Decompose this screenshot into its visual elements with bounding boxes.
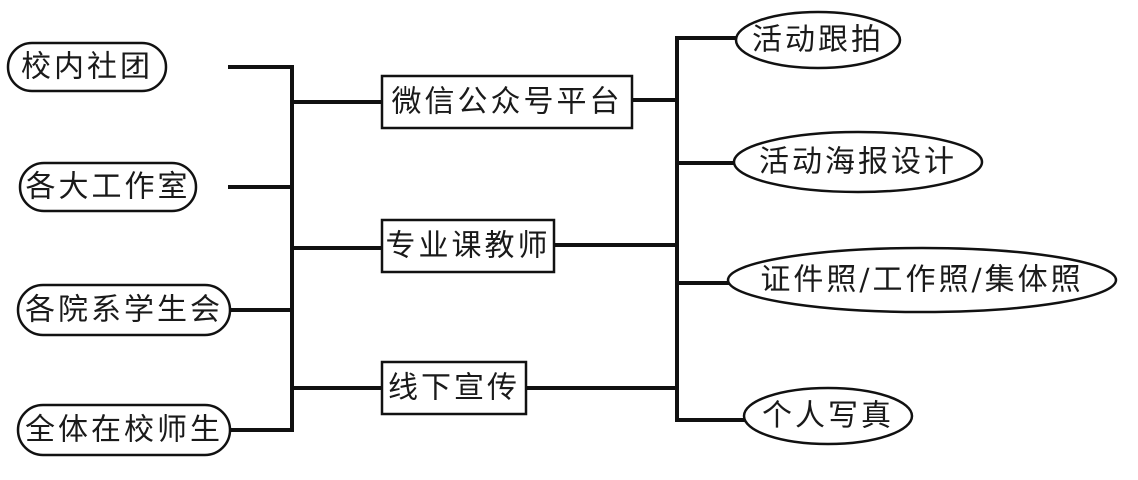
- service-label: 个人写真: [762, 399, 894, 434]
- audience-node-3: 各院系学生会: [16, 283, 232, 337]
- channel-node-3: 线下宣传: [380, 360, 528, 416]
- channel-label: 微信公众号平台: [392, 85, 623, 120]
- audience-label: 全体在校师生: [25, 413, 223, 448]
- audience-label: 各大工作室: [26, 170, 191, 205]
- channel-label: 线下宣传: [388, 371, 520, 406]
- service-node-4: 个人写真: [742, 386, 914, 446]
- audience-node-1: 校内社团: [6, 41, 168, 93]
- audience-label: 校内社团: [21, 50, 153, 85]
- service-label: 活动海报设计: [759, 145, 957, 180]
- left-connectors: [228, 65, 384, 432]
- channel-node-2: 专业课教师: [380, 218, 556, 274]
- service-label: 证件照/工作照/集体照: [760, 263, 1083, 298]
- channel-node-1: 微信公众号平台: [380, 74, 634, 130]
- audience-node-4: 全体在校师生: [16, 403, 232, 457]
- audience-node-2: 各大工作室: [18, 161, 198, 213]
- audience-label: 各院系学生会: [25, 293, 223, 328]
- service-node-3: 证件照/工作照/集体照: [726, 246, 1118, 314]
- service-node-1: 活动跟拍: [734, 10, 902, 70]
- right-connectors: [524, 36, 750, 422]
- channel-label: 专业课教师: [386, 229, 551, 264]
- service-label: 活动跟拍: [752, 23, 884, 58]
- service-node-2: 活动海报设计: [732, 130, 984, 194]
